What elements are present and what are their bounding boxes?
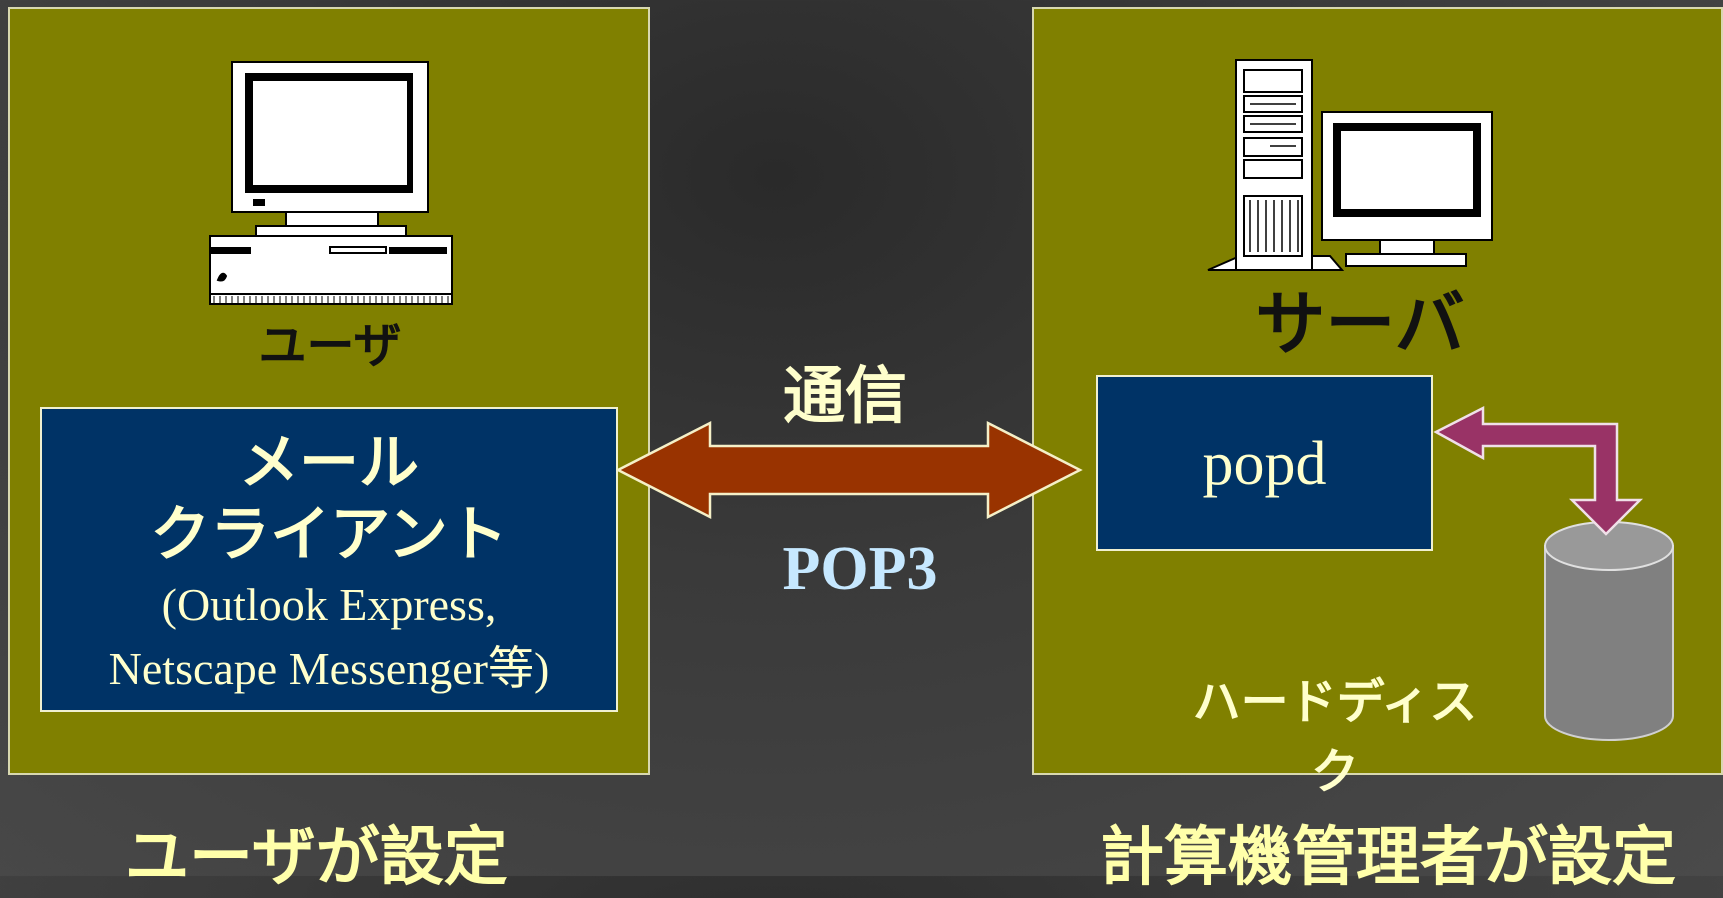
mail-client-box: メール クライアント (Outlook Express, Netscape Me… <box>40 407 618 712</box>
hard-disk-label: ハードディスク <box>1192 674 1478 800</box>
popd-box: popd <box>1096 375 1433 551</box>
desktop-computer-icon <box>209 61 453 305</box>
user-label: ユーザ <box>258 318 402 374</box>
mail-client-example-2: Netscape Messenger等) <box>108 643 550 694</box>
client-caption: ユーザが設定 <box>125 821 508 895</box>
connection-arrow <box>615 420 1083 520</box>
mail-client-title: メール <box>239 428 419 498</box>
tower-server-icon <box>1207 59 1493 271</box>
communication-label: 通信 <box>782 359 907 432</box>
storage-arrow <box>1433 405 1644 536</box>
hard-disk-cylinder-icon <box>1544 521 1674 741</box>
server-label: サーバ <box>1255 283 1465 365</box>
protocol-label: POP3 <box>782 535 938 603</box>
mail-client-example-1: (Outlook Express, <box>161 579 497 630</box>
mail-client-subtitle: クライアント <box>150 500 508 570</box>
server-caption: 計算機管理者が設定 <box>1100 821 1676 895</box>
popd-label: popd <box>1202 430 1327 498</box>
